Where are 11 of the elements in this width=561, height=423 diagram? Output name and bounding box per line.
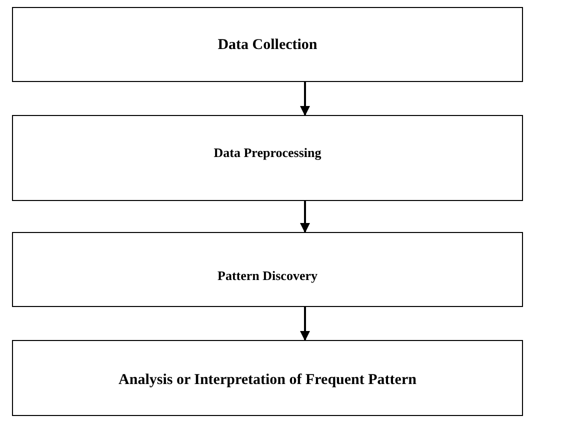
process-box — [12, 232, 523, 307]
step-label: Data Collection — [218, 37, 318, 54]
arrow — [300, 82, 310, 116]
step-label: Analysis or Interpretation of Frequent Pattern — [118, 372, 416, 388]
process-box — [12, 340, 523, 416]
step-label: Pattern Discovery — [218, 269, 318, 284]
arrow — [300, 307, 310, 341]
process-box — [12, 7, 523, 82]
step-label: Data Preprocessing — [214, 146, 322, 160]
arrow — [300, 201, 310, 233]
process-box — [12, 115, 523, 201]
